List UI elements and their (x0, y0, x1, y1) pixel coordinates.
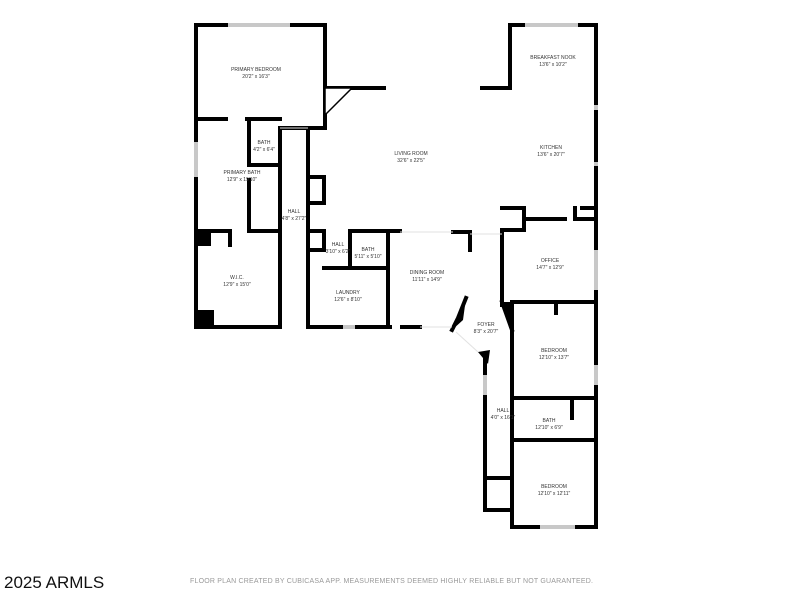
disclaimer-text: FLOOR PLAN CREATED BY CUBICASA APP. MEAS… (190, 578, 594, 585)
brand-watermark: 2025 ARMLS (4, 573, 105, 592)
walls (194, 23, 598, 529)
wic-block (196, 310, 214, 327)
fireplace-icon (324, 87, 354, 117)
windows (194, 23, 598, 529)
openings (280, 127, 502, 328)
wic-block (196, 231, 211, 246)
room-label-wic: W.I.C.12'9" x 15'0" (223, 275, 251, 288)
foyer-wall-blocks (452, 298, 514, 364)
